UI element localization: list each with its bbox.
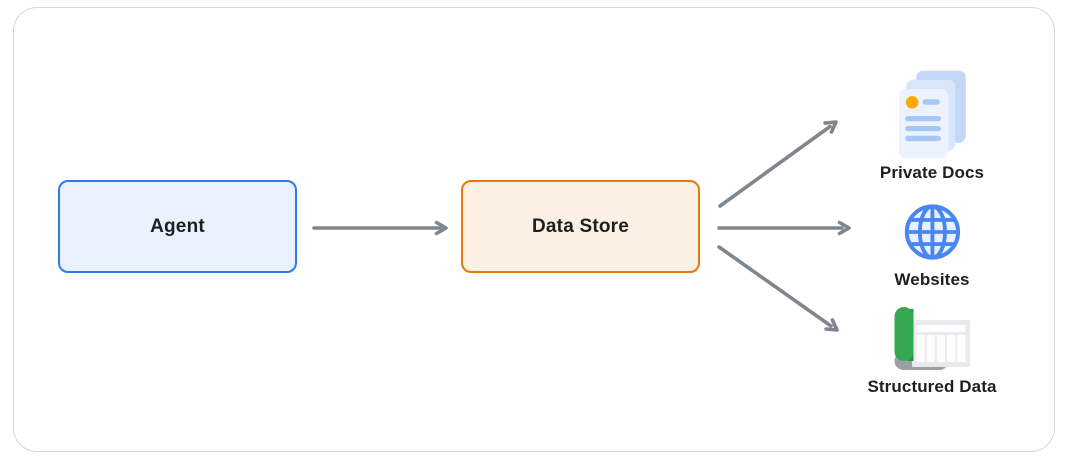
private-docs-label: Private Docs	[879, 163, 985, 182]
agent-node: Agent	[58, 180, 297, 273]
target-private-docs: Private Docs	[880, 69, 984, 183]
agent-label: Agent	[150, 215, 205, 237]
stacked-docs-icon	[898, 70, 966, 158]
globe-icon	[904, 204, 960, 260]
data-store-node: Data Store	[461, 180, 700, 273]
websites-label: Websites	[894, 270, 970, 289]
target-websites: Websites	[894, 203, 969, 290]
data-store-label: Data Store	[531, 215, 630, 237]
structured-data-label: Structured Data	[867, 377, 997, 396]
target-structured-data: Structured Data	[867, 307, 996, 397]
spreadsheet-roll-icon	[894, 307, 970, 370]
